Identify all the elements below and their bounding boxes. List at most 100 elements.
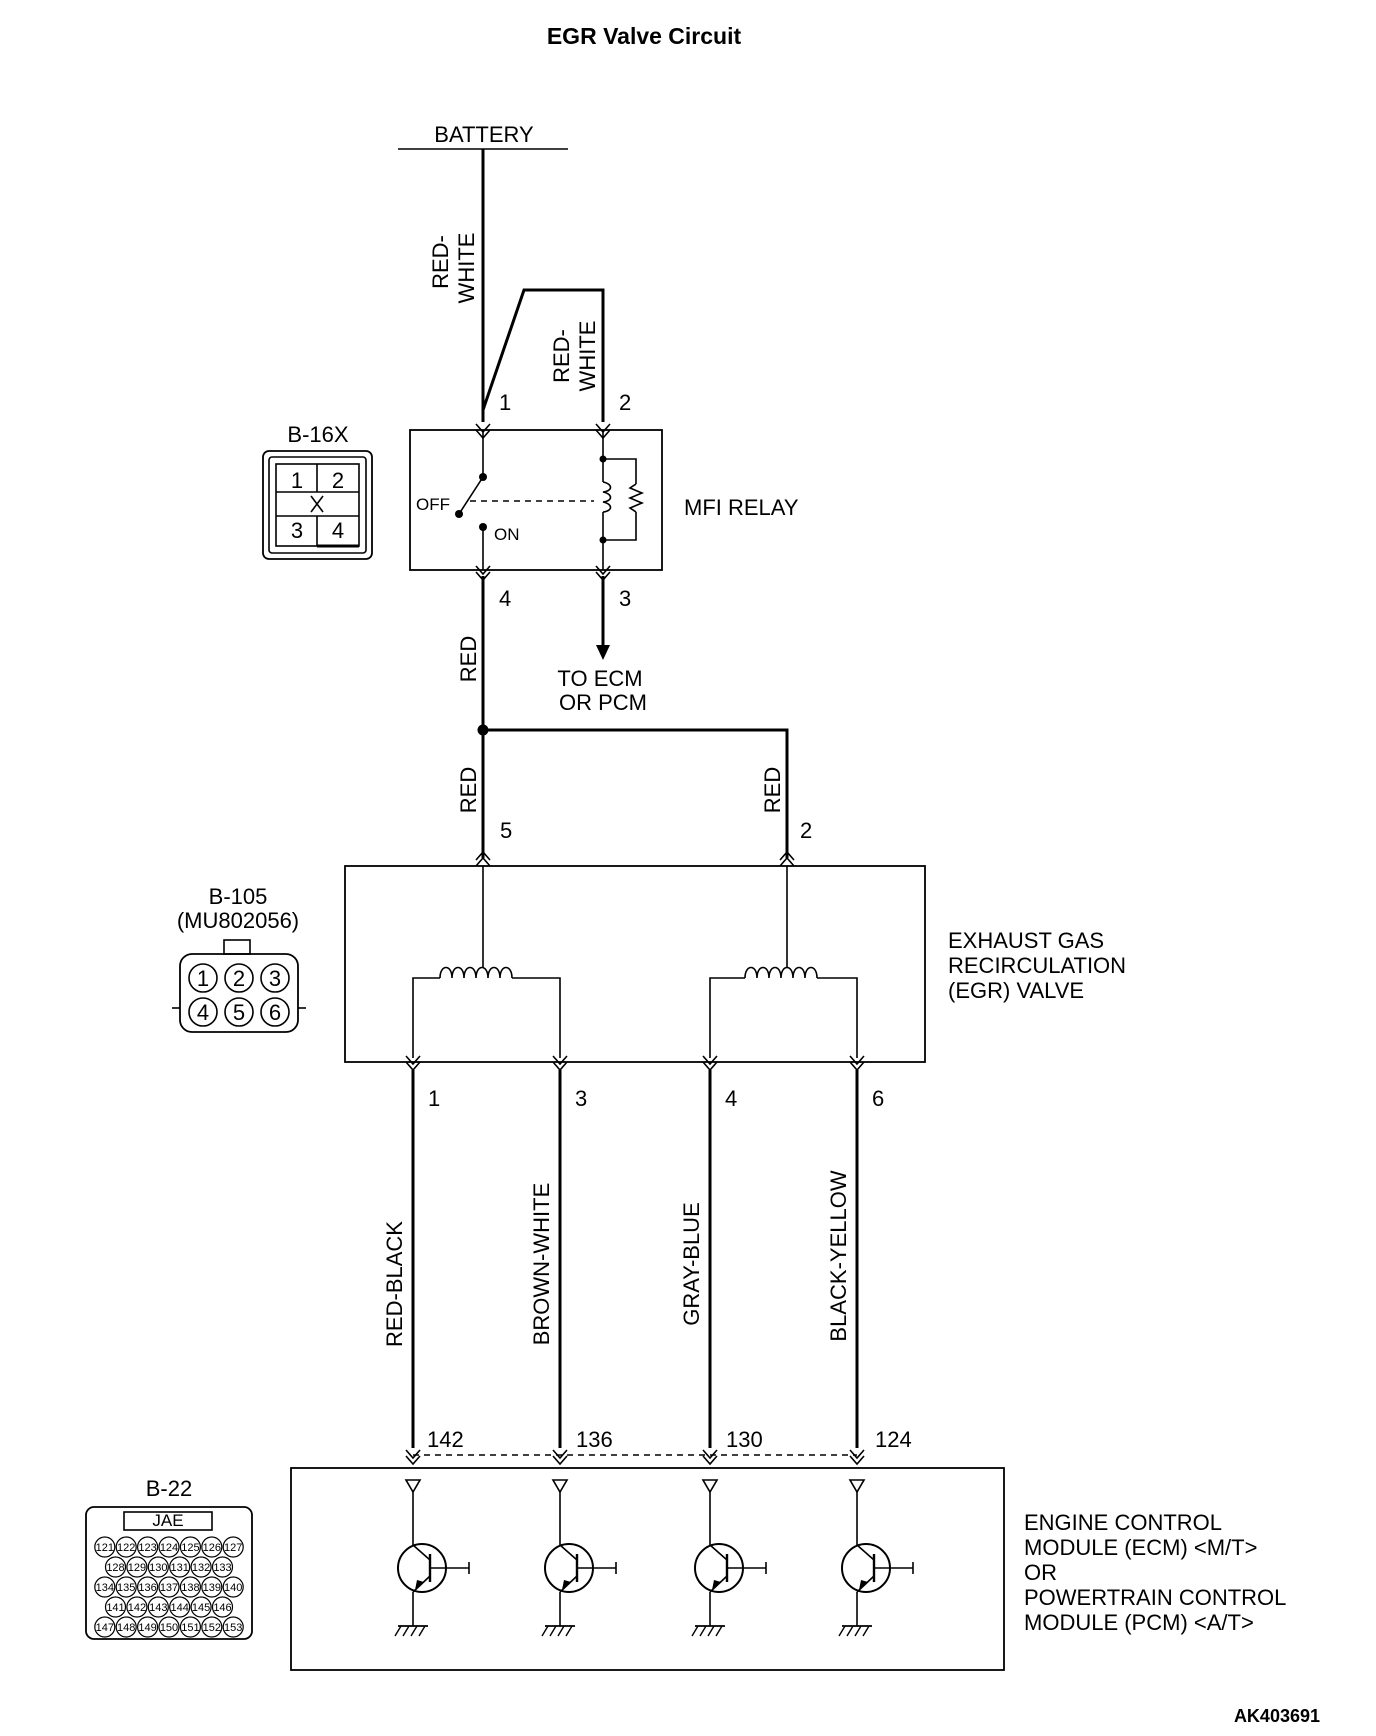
emitter-arrow	[562, 1580, 571, 1590]
ecm-terminal-136	[552, 1449, 568, 1466]
ground-hatch	[557, 1625, 565, 1637]
coil-a-left-lead	[412, 977, 440, 1058]
b105-cavity-6	[260, 997, 290, 1027]
b22-pin-cavity	[222, 1616, 244, 1638]
b22-pin-label: 136	[138, 1582, 156, 1594]
coil-a-winding	[439, 966, 513, 979]
collector-diag	[559, 1544, 578, 1561]
ecm-label-line1: ENGINE CONTROL	[1024, 1510, 1222, 1535]
ground-hatch	[410, 1625, 418, 1637]
b22-pin-cavity	[94, 1536, 116, 1558]
egr-label-line1: EXHAUST GAS	[948, 928, 1104, 953]
ground-hatch	[541, 1625, 549, 1637]
wire-label-red-black: RED-BLACK	[382, 1221, 407, 1347]
b16x-outer	[262, 450, 373, 560]
diode-marker	[701, 1479, 719, 1494]
b105-pin-1: 1	[197, 966, 209, 991]
ecm-terminal-130	[702, 1449, 718, 1466]
connector-b16x: B-16X 1 2 3 4	[262, 422, 373, 560]
b105-cavity-3	[260, 963, 290, 993]
b22-pin-cavity	[147, 1556, 169, 1578]
b22-pin-label: 123	[138, 1542, 156, 1554]
ecm-pin-142: 142	[427, 1427, 464, 1452]
ecm-module: ENGINE CONTROL MODULE (ECM) <M/T> OR POW…	[290, 1467, 1286, 1671]
b16x-inner	[268, 456, 367, 554]
egr-pin-4: 4	[725, 1086, 737, 1111]
b22-pin-cavity	[115, 1576, 137, 1598]
coil-a-right-lead	[512, 977, 561, 1058]
b16x-pin-4: 4	[332, 518, 344, 543]
b22-pin-cavity	[201, 1616, 223, 1638]
b22-maker: JAE	[152, 1511, 183, 1530]
b22-pin-cavity	[137, 1576, 159, 1598]
b105-cavity-1	[188, 963, 218, 993]
b22-pin-label: 138	[181, 1582, 199, 1594]
b22-pin-label: 153	[224, 1622, 242, 1634]
b22-pin-label: 126	[203, 1542, 221, 1554]
relay-box	[409, 429, 663, 571]
ecm-label-line4: POWERTRAIN CONTROL	[1024, 1585, 1286, 1610]
b22-pin-label: 129	[128, 1562, 146, 1574]
b22-pin-label: 125	[181, 1542, 199, 1554]
wire-egr-feed-b	[483, 728, 789, 858]
b22-pin-cavity	[222, 1576, 244, 1598]
b22-pin-label: 141	[106, 1602, 124, 1614]
b22-pin-label: 142	[128, 1602, 146, 1614]
egr-pin-6: 6	[872, 1086, 884, 1111]
ground-hatch	[699, 1625, 707, 1637]
egr-box	[344, 865, 926, 1063]
ecm-pin-124: 124	[875, 1427, 912, 1452]
ecm-label-line2: MODULE (ECM) <M/T>	[1024, 1535, 1257, 1560]
switch-blade	[458, 476, 484, 515]
wire-label-red-white-a2: WHITE	[454, 233, 479, 304]
ground-hatch	[549, 1625, 557, 1637]
b22-pin-cavity	[179, 1536, 201, 1558]
b22-body	[85, 1506, 253, 1640]
b22-pin-cavity	[179, 1616, 201, 1638]
b22-pin-cavity	[211, 1556, 234, 1578]
collector-diag	[412, 1544, 431, 1561]
b22-pin-cavity	[222, 1536, 244, 1558]
b22-pin-label: 121	[96, 1542, 114, 1554]
wire-label-red-white-a1: RED-	[428, 235, 453, 289]
figure-id: AK403691	[1234, 1706, 1320, 1726]
resistor	[627, 483, 645, 513]
switch-on-label: ON	[494, 525, 520, 544]
b16x-pin-1: 1	[291, 468, 303, 493]
coil-b-right-lead	[817, 977, 858, 1058]
ground-hatch	[565, 1625, 573, 1637]
b22-pin-label: 127	[224, 1542, 242, 1554]
b16x-pin-2: 2	[332, 468, 344, 493]
b22-pin-label: 148	[117, 1622, 135, 1634]
collector-diag	[709, 1544, 728, 1561]
to-ecm-line1: TO ECM	[557, 666, 642, 691]
b22-pin-label: 140	[224, 1582, 242, 1594]
b22-pin-label: 122	[117, 1542, 135, 1554]
b105-pin-6: 6	[269, 1000, 281, 1025]
wire-label-red-a: RED	[456, 636, 481, 682]
b22-pin-cavity	[158, 1536, 180, 1558]
connector-b105: B-105 (MU802056) 1 2 3 4 5 6	[172, 884, 306, 1033]
wire-label-brown-white: BROWN-WHITE	[529, 1183, 554, 1346]
diode-marker	[404, 1479, 422, 1494]
diode-marker	[551, 1479, 569, 1494]
relay-pin-2: 2	[619, 390, 631, 415]
b22-maker-plate	[123, 1511, 213, 1531]
ground-hatch	[394, 1625, 402, 1637]
b22-pin-label: 152	[203, 1622, 221, 1634]
b22-pin-cavity	[158, 1576, 180, 1598]
b22-pin-cavity	[137, 1616, 159, 1638]
ground-hatch	[715, 1625, 723, 1637]
ground-hatch	[862, 1625, 870, 1637]
b105-body	[179, 953, 299, 1033]
relay-pin-1: 1	[499, 390, 511, 415]
b22-pin-label: 145	[192, 1602, 210, 1614]
arrow-to-ecm	[596, 645, 610, 660]
ground-hatch	[418, 1625, 426, 1637]
emitter-arrow	[415, 1580, 424, 1590]
egr-terminal-1	[405, 1055, 421, 1072]
b16x-id: B-16X	[287, 422, 348, 447]
ground-hatch	[691, 1625, 699, 1637]
